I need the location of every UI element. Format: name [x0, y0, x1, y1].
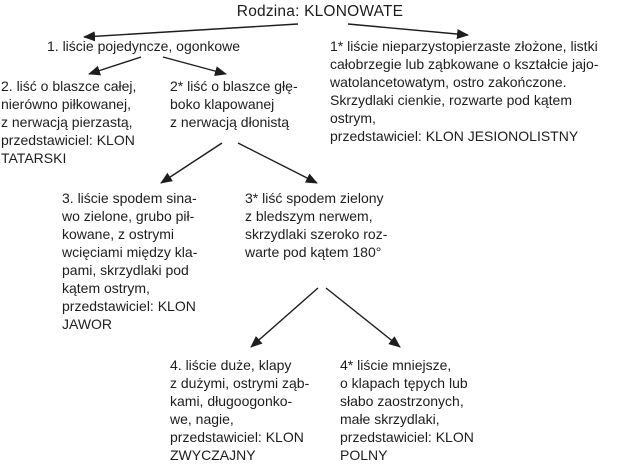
- arrow-2star-to-3star: [237, 142, 318, 184]
- arrow-1-to-2star: [162, 56, 227, 76]
- arrow-title-to-1star: [347, 23, 469, 39]
- node-1: 1. liście pojedyncze, ogonkowe: [47, 38, 241, 54]
- node-4: 4. liście duże, klapy z dużymi, ostrymi …: [170, 357, 310, 463]
- node-2: 2. liść o blaszce całej, nierówno piłkow…: [1, 78, 137, 166]
- node-4-star: 4* liście mniejsze, o klapach tępych lub…: [340, 357, 474, 463]
- arrow-3star-to-4star: [325, 287, 401, 348]
- node-3-star: 3* liść spodem zielony z bledszym nerwem…: [245, 190, 388, 260]
- arrow-2star-to-3: [160, 142, 223, 184]
- node-3: 3. liście spodem sina- wo zielone, grubo…: [62, 190, 198, 332]
- arrow-3star-to-4: [250, 287, 319, 348]
- node-1-star: 1* liście nieparzystopierzaste złożone, …: [330, 38, 599, 144]
- diagram-title: Rodzina: KLONOWATE: [236, 3, 404, 20]
- arrow-1-to-2: [88, 56, 142, 76]
- node-2-star: 2* liść o blaszce głę- boko klapowanej z…: [170, 78, 298, 130]
- arrow-title-to-1: [83, 23, 299, 42]
